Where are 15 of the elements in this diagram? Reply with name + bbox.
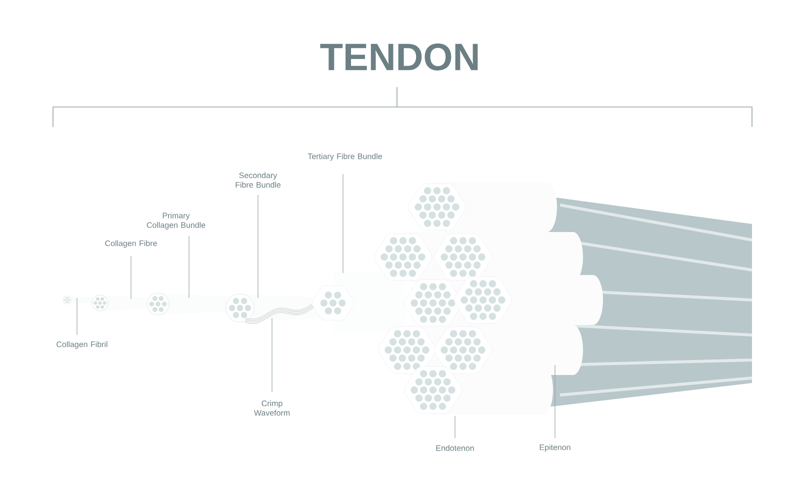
leader-line	[454, 416, 456, 438]
leader-line	[188, 236, 190, 298]
title: TENDON	[320, 44, 478, 70]
part-label: Secondary Fibre Bundle	[236, 172, 281, 188]
part-label: Endotenon	[436, 445, 474, 451]
part-label: Primary Collagen Bundle	[146, 212, 206, 230]
leader-line	[76, 298, 78, 336]
leader-line	[130, 256, 132, 300]
part-label: Crimp Waveform	[254, 400, 290, 416]
part-label: Tertiary Fibre Bundle	[308, 153, 382, 161]
part-label: Collagen Fibril	[56, 341, 108, 349]
leader-line	[342, 174, 344, 274]
part-label: Epitenon	[540, 444, 570, 452]
part-label: Collagen Fibre	[105, 240, 157, 248]
leader-line	[554, 364, 556, 438]
